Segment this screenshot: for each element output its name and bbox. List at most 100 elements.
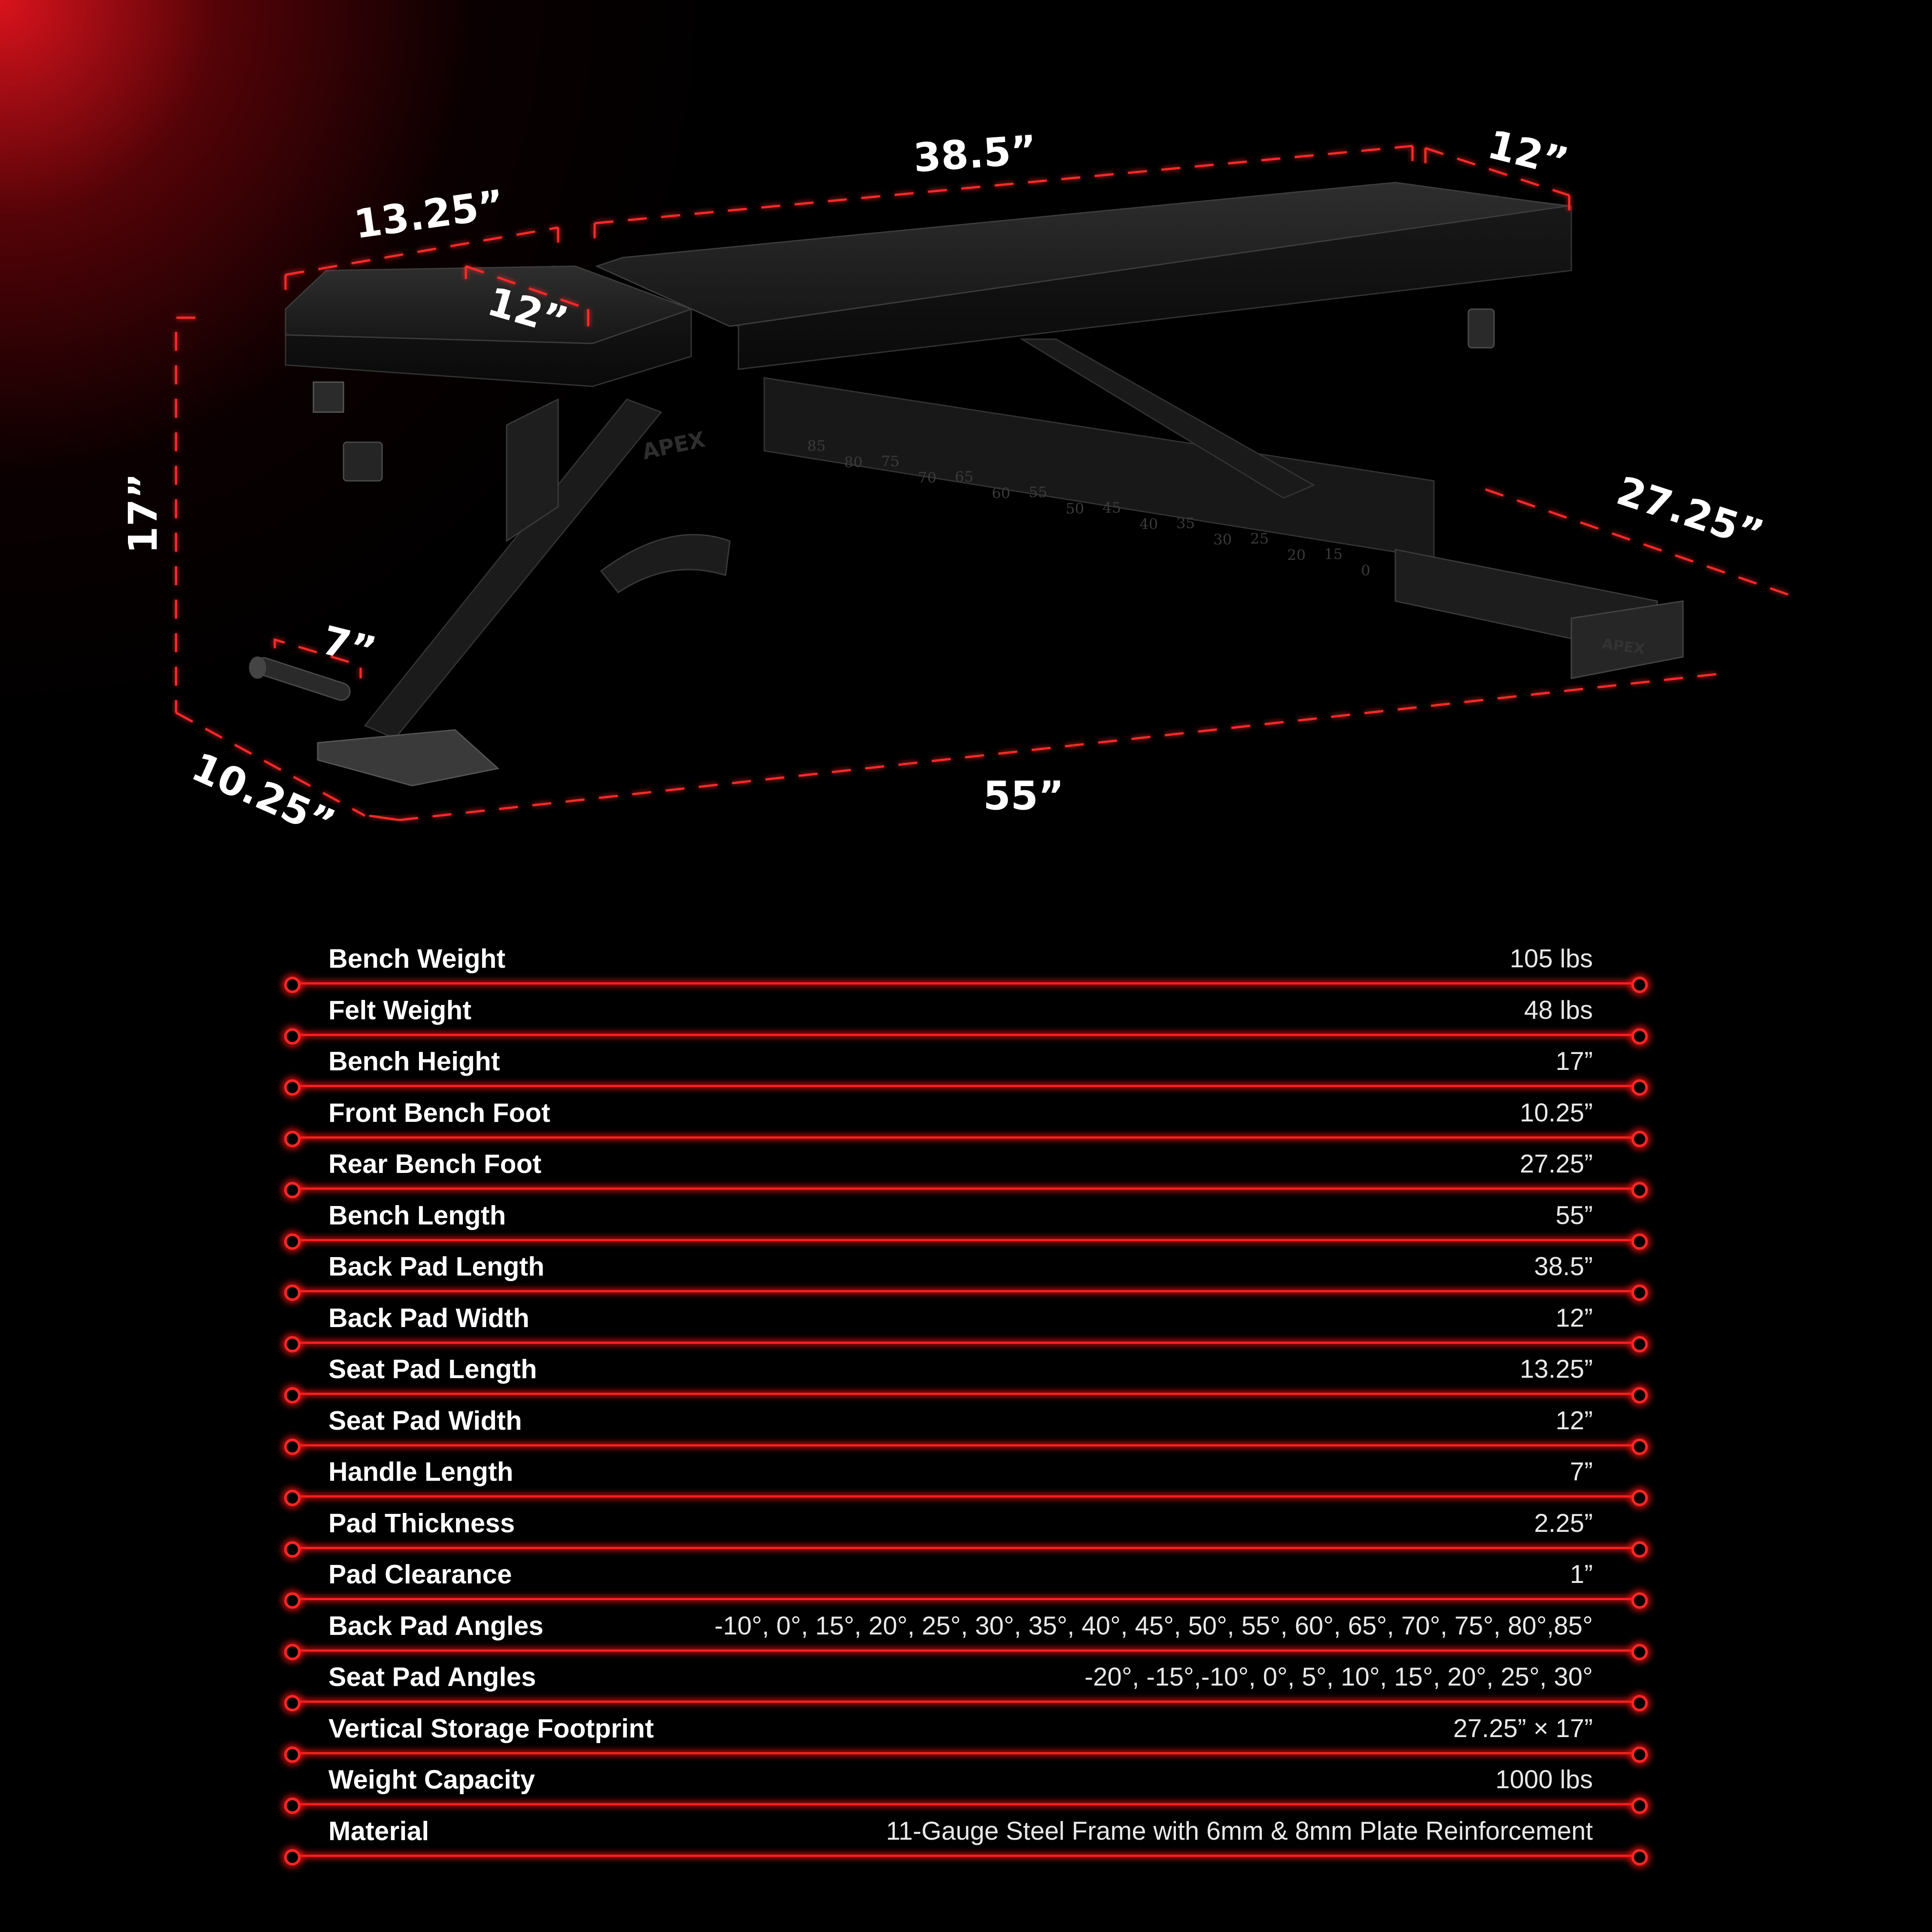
spec-label: Bench Length [328,1200,506,1230]
divider-endpoint-dot [284,1643,301,1660]
spec-label: Seat Pad Angles [328,1662,536,1692]
angle-mark: 70 [918,469,936,486]
spec-row: Felt Weight 48 lbs [283,987,1649,1045]
dim-bench-height: 17” [120,473,166,554]
spec-value: 1000 lbs [1495,1765,1593,1794]
dim-handle-length: 7” [318,617,381,675]
divider-endpoint-dot [284,1028,301,1045]
spec-label: Handle Length [328,1457,513,1487]
spec-divider-line [296,1136,1636,1139]
spec-divider-line [296,1444,1636,1446]
spec-row: Back Pad Length 38.5” [283,1244,1649,1301]
spec-label: Back Pad Length [328,1252,544,1282]
front-leg-sleeve [506,398,559,542]
spec-divider-line [296,1598,1636,1600]
spec-value: 12” [1555,1303,1593,1332]
spec-label: Seat Pad Width [328,1406,522,1436]
divider-endpoint-dot [1631,1028,1648,1045]
spec-label: Seat Pad Length [328,1355,537,1384]
dim-back-pad-width: 12” [1483,122,1573,185]
divider-endpoint-dot [284,1490,301,1506]
divider-endpoint-dot [284,1541,301,1558]
divider-endpoint-dot [284,1285,301,1301]
dim-bench-length: 55” [983,773,1064,819]
spec-label: Front Bench Foot [328,1098,550,1128]
spec-row: Seat Pad Angles -20°, -15°,-10°, 0°, 5°, … [283,1654,1649,1711]
back-pad [595,182,1572,370]
spec-row: Weight Capacity 1000 lbs [283,1757,1649,1814]
angle-mark: 0 [1361,562,1370,579]
spec-value: 55” [1555,1200,1593,1230]
spec-divider-line [296,1649,1636,1652]
spec-value: 2.25” [1534,1508,1593,1537]
dimension-lines [175,145,1795,821]
divider-endpoint-dot [1631,1798,1648,1814]
divider-endpoint-dot [1631,1746,1648,1763]
angle-mark: 30 [1213,531,1232,548]
spec-label: Rear Bench Foot [328,1149,542,1179]
divider-endpoint-dot [1631,1285,1648,1301]
spec-divider-line [296,1854,1636,1857]
brand-logo: APEX [640,427,707,465]
divider-endpoint-dot [284,1798,301,1814]
angle-mark: 45 [1103,499,1121,516]
spec-divider-line [296,1290,1636,1292]
spec-value: 27.25” [1519,1149,1593,1178]
spec-row: Pad Thickness 2.25” [283,1501,1649,1558]
spec-value: -20°, -15°,-10°, 0°, 5°, 10°, 15°, 20°, … [1084,1662,1593,1691]
divider-endpoint-dot [1631,977,1648,993]
divider-endpoint-dot [284,1438,301,1455]
spec-value: 48 lbs [1524,995,1593,1024]
spec-divider-line [296,1085,1636,1087]
divider-endpoint-dot [1631,1643,1648,1660]
divider-endpoint-dot [284,1182,301,1198]
angle-mark: 15 [1324,546,1343,563]
divider-endpoint-dot [1631,1387,1648,1403]
angle-mark: 85 [807,437,826,455]
spec-divider-line [296,1341,1636,1344]
angle-mark: 35 [1176,515,1195,532]
spec-label: Felt Weight [328,995,471,1025]
divider-endpoint-dot [1631,1849,1648,1865]
back-strut [1019,338,1315,499]
spec-value: 10.25” [1519,1098,1593,1127]
angle-mark: 25 [1250,530,1269,547]
divider-endpoint-dot [284,1746,301,1763]
divider-endpoint-dot [284,977,301,993]
angle-mark: 80 [844,454,863,471]
angle-mark: 60 [992,485,1010,502]
spec-label: Weight Capacity [328,1765,535,1795]
spec-label: Bench Weight [328,944,506,974]
spec-label: Pad Thickness [328,1508,515,1538]
divider-endpoint-dot [284,1695,301,1711]
angle-mark: 65 [955,468,973,486]
divider-endpoint-dot [1631,1182,1648,1198]
angle-mark: 40 [1139,516,1158,533]
dim-seat-pad-length: 13.25” [351,181,507,248]
spec-label: Pad Clearance [328,1560,512,1589]
spec-divider-line [296,1803,1636,1805]
spec-row: Front Bench Foot 10.25” [283,1090,1649,1147]
spec-row: Rear Bench Foot 27.25” [283,1141,1649,1198]
spec-label: Material [328,1816,429,1846]
angle-mark: 50 [1066,500,1084,517]
front-foot-plate [317,729,500,787]
spec-divider-line [296,1239,1636,1241]
spec-divider-line [296,1393,1636,1395]
spec-value: -10°, 0°, 15°, 20°, 25°, 30°, 35°, 40°, … [714,1611,1593,1640]
spec-value: 38.5” [1534,1252,1593,1281]
divider-endpoint-dot [1631,1130,1648,1147]
divider-endpoint-dot [1631,1233,1648,1250]
divider-endpoint-dot [284,1079,301,1096]
divider-endpoint-dot [284,1130,301,1147]
dim-rear-foot: 27.25” [1611,468,1769,558]
divider-endpoint-dot [284,1233,301,1250]
